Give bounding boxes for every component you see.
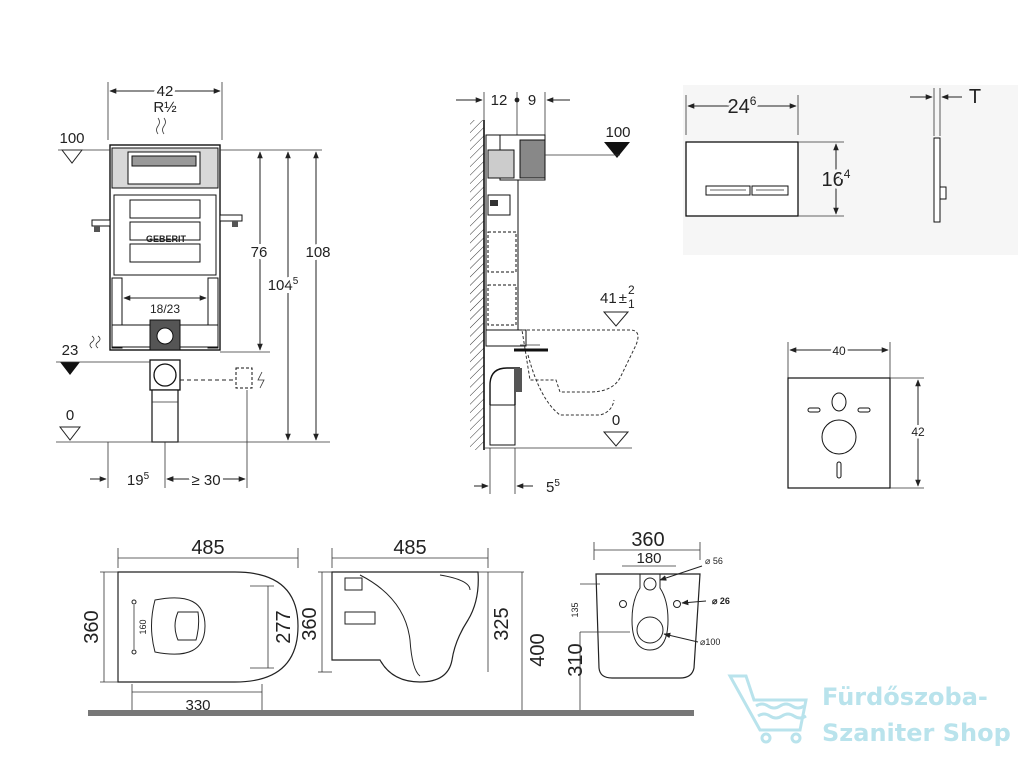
toilet-rear-view: 360 180 ⌀ 56 ⌀ 26 ⌀100 135 310 <box>565 529 730 712</box>
dim-plate-width: 246 <box>728 94 757 118</box>
dim-bolt-160: 160 <box>138 619 148 634</box>
dim-seat-277: 277 <box>273 610 295 643</box>
frame-side-view: 12 9 100 41± 2 1 0 <box>456 92 639 496</box>
watermark-line2: Szaniter Shop <box>822 719 1011 747</box>
dim-depth-12: 12 <box>491 92 508 109</box>
tol-plus: 2 <box>628 283 635 297</box>
dim-depth-9: 9 <box>528 92 536 109</box>
dim-side-length: 485 <box>393 537 426 559</box>
flush-plate <box>685 141 799 217</box>
dim-rear-135: 135 <box>570 602 580 617</box>
dim-plate-thickness: T <box>969 86 981 108</box>
level-100-label: 100 <box>59 130 84 147</box>
dim-panel-width: 40 <box>832 344 846 358</box>
side-level-41: 41± <box>600 290 627 307</box>
dim-panel-height: 42 <box>911 425 925 439</box>
electric-icon <box>257 371 265 389</box>
dim-side-360: 360 <box>299 607 321 640</box>
dim-side-325: 325 <box>491 607 513 640</box>
dim-rear-180: 180 <box>636 550 661 567</box>
toilet-top-outline <box>117 571 299 683</box>
water-inlet-hole <box>643 577 657 591</box>
level-0-label: 0 <box>66 407 74 424</box>
dim-min-30: ≥ 30 <box>191 472 220 489</box>
watermark-line1: Fürdőszoba- <box>822 683 988 711</box>
dim-rear-360: 360 <box>631 529 664 551</box>
dim-top-length: 485 <box>191 537 224 559</box>
basket-icon <box>727 674 808 732</box>
dim-top-330: 330 <box>185 697 210 714</box>
watermark: Fürdőszoba- Szaniter Shop <box>727 674 1011 747</box>
dim-frame-width: 42 <box>157 83 174 100</box>
insulation-panel-view: 40 42 <box>787 342 927 489</box>
water-inlet-icon-2 <box>89 335 101 349</box>
level-23-label: 23 <box>62 342 79 359</box>
flush-button-small <box>705 185 751 196</box>
dim-rear-56: ⌀ 56 <box>705 556 723 566</box>
tol-minus: 1 <box>628 297 635 311</box>
flush-plate-view: 246 164 T <box>683 85 1018 255</box>
frame-front-view: 42 R½ GEBERIT 18/23 <box>56 80 334 492</box>
dim-rear-310: 310 <box>565 643 587 676</box>
dim-height-108: 108 <box>305 244 330 261</box>
drain-hole <box>636 616 664 644</box>
geberit-logo: GEBERIT <box>146 234 187 244</box>
dim-height-104: 1045 <box>268 276 299 294</box>
side-level-0: 0 <box>612 412 620 429</box>
water-inlet-icon <box>156 117 166 135</box>
bolt-hole-right <box>673 600 681 608</box>
bolt-hole-left <box>619 600 627 608</box>
dim-rear-100: ⌀100 <box>700 637 720 647</box>
toilet-top-view: 485 360 160 277 330 <box>81 537 299 714</box>
side-level-100: 100 <box>605 124 630 141</box>
dim-water-inlet: R½ <box>153 99 177 116</box>
dim-rear-26: ⌀ 26 <box>712 596 730 606</box>
toilet-side-view: 485 360 325 400 <box>299 537 549 712</box>
dim-height-76: 76 <box>251 244 268 261</box>
toilet-side-outline <box>331 571 479 683</box>
dim-offset-19: 195 <box>127 471 150 489</box>
dim-bolt-spacing: 18/23 <box>150 302 180 316</box>
floor-line <box>88 710 694 716</box>
dim-top-width: 360 <box>81 610 103 643</box>
dim-depth-5: 55 <box>546 478 560 496</box>
dim-side-400: 400 <box>527 633 549 666</box>
flush-button-large <box>751 185 789 196</box>
